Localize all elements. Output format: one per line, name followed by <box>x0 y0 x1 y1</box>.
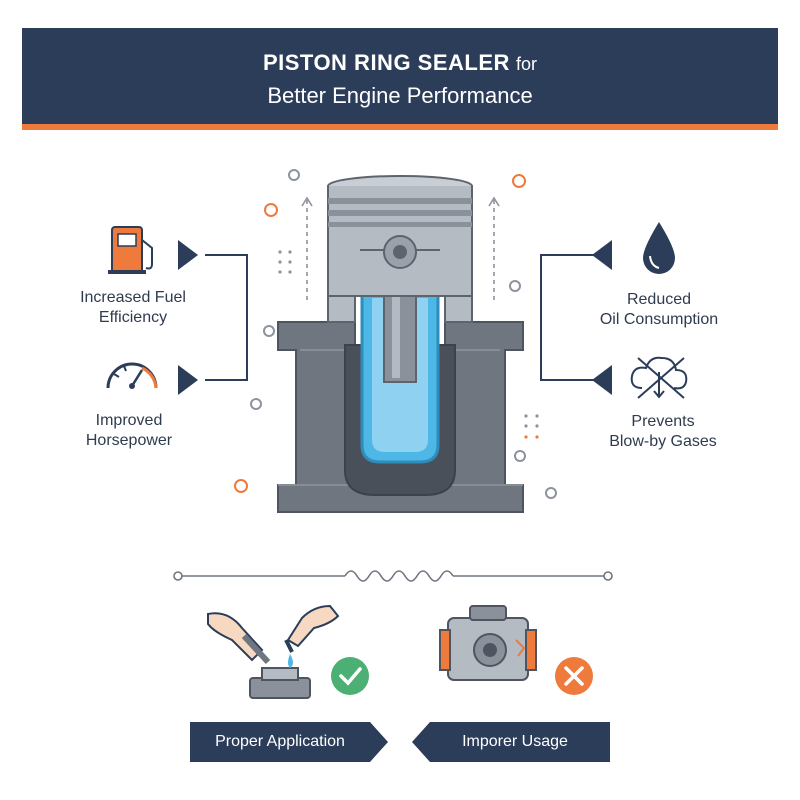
left-connector <box>205 254 248 381</box>
speedometer-icon <box>106 362 158 389</box>
benefit-horsepower-line1: Improved <box>95 412 163 429</box>
benefit-oil-consumption: Reduced Oil Consumption <box>574 290 744 330</box>
right-connector <box>540 254 595 381</box>
title-bold: PISTON RING SEALER <box>262 50 510 75</box>
cross-icon <box>555 657 593 695</box>
oil-drop-icon <box>643 222 675 274</box>
arrow-horsepower <box>178 365 198 395</box>
divider <box>173 570 613 582</box>
fuel-pump-icon <box>108 226 153 274</box>
dot-grid-left <box>278 250 292 274</box>
improper-usage-label: Imporer Usage <box>462 733 568 750</box>
benefit-horsepower-line2: Horsepower <box>85 432 173 449</box>
header-accent-bar <box>22 124 778 130</box>
title: PISTON RING SEALER for <box>22 50 778 76</box>
improper-usage-banner-shape <box>412 722 610 762</box>
benefit-fuel-line1: Increased Fuel <box>80 289 186 306</box>
damaged-engine-illustration <box>439 605 537 681</box>
decorative-dots <box>234 169 557 499</box>
motion-arrows <box>301 196 500 300</box>
piston <box>327 175 473 323</box>
benefit-blowby-line1: Prevents <box>631 413 695 430</box>
benefit-fuel-efficiency: Increased Fuel Efficiency <box>48 288 218 328</box>
proper-application-label: Proper Application <box>215 733 345 750</box>
benefit-blowby: Prevents Blow-by Gases <box>578 412 748 452</box>
benefit-oil-line2: Oil Consumption <box>599 311 719 328</box>
arrow-oil <box>592 240 612 270</box>
benefit-blowby-line2: Blow-by Gases <box>609 433 717 450</box>
benefit-horsepower: Improved Horsepower <box>44 411 214 451</box>
no-gas-cloud-icon <box>630 356 688 399</box>
subtitle: Better Engine Performance <box>267 83 533 108</box>
dot-grid-right <box>524 414 539 439</box>
benefit-fuel-line2: Efficiency <box>98 309 168 326</box>
engine-block <box>277 261 524 513</box>
arrow-fuel <box>178 240 198 270</box>
header-banner: PISTON RING SEALER for Better Engine Per… <box>22 28 778 124</box>
arrow-blowby <box>592 365 612 395</box>
hands-applying-sealer-illustration <box>207 604 340 699</box>
benefit-oil-line1: Reduced <box>626 291 692 308</box>
proper-application-banner-shape <box>190 722 388 762</box>
check-icon <box>331 657 369 695</box>
title-for: for <box>516 54 538 74</box>
